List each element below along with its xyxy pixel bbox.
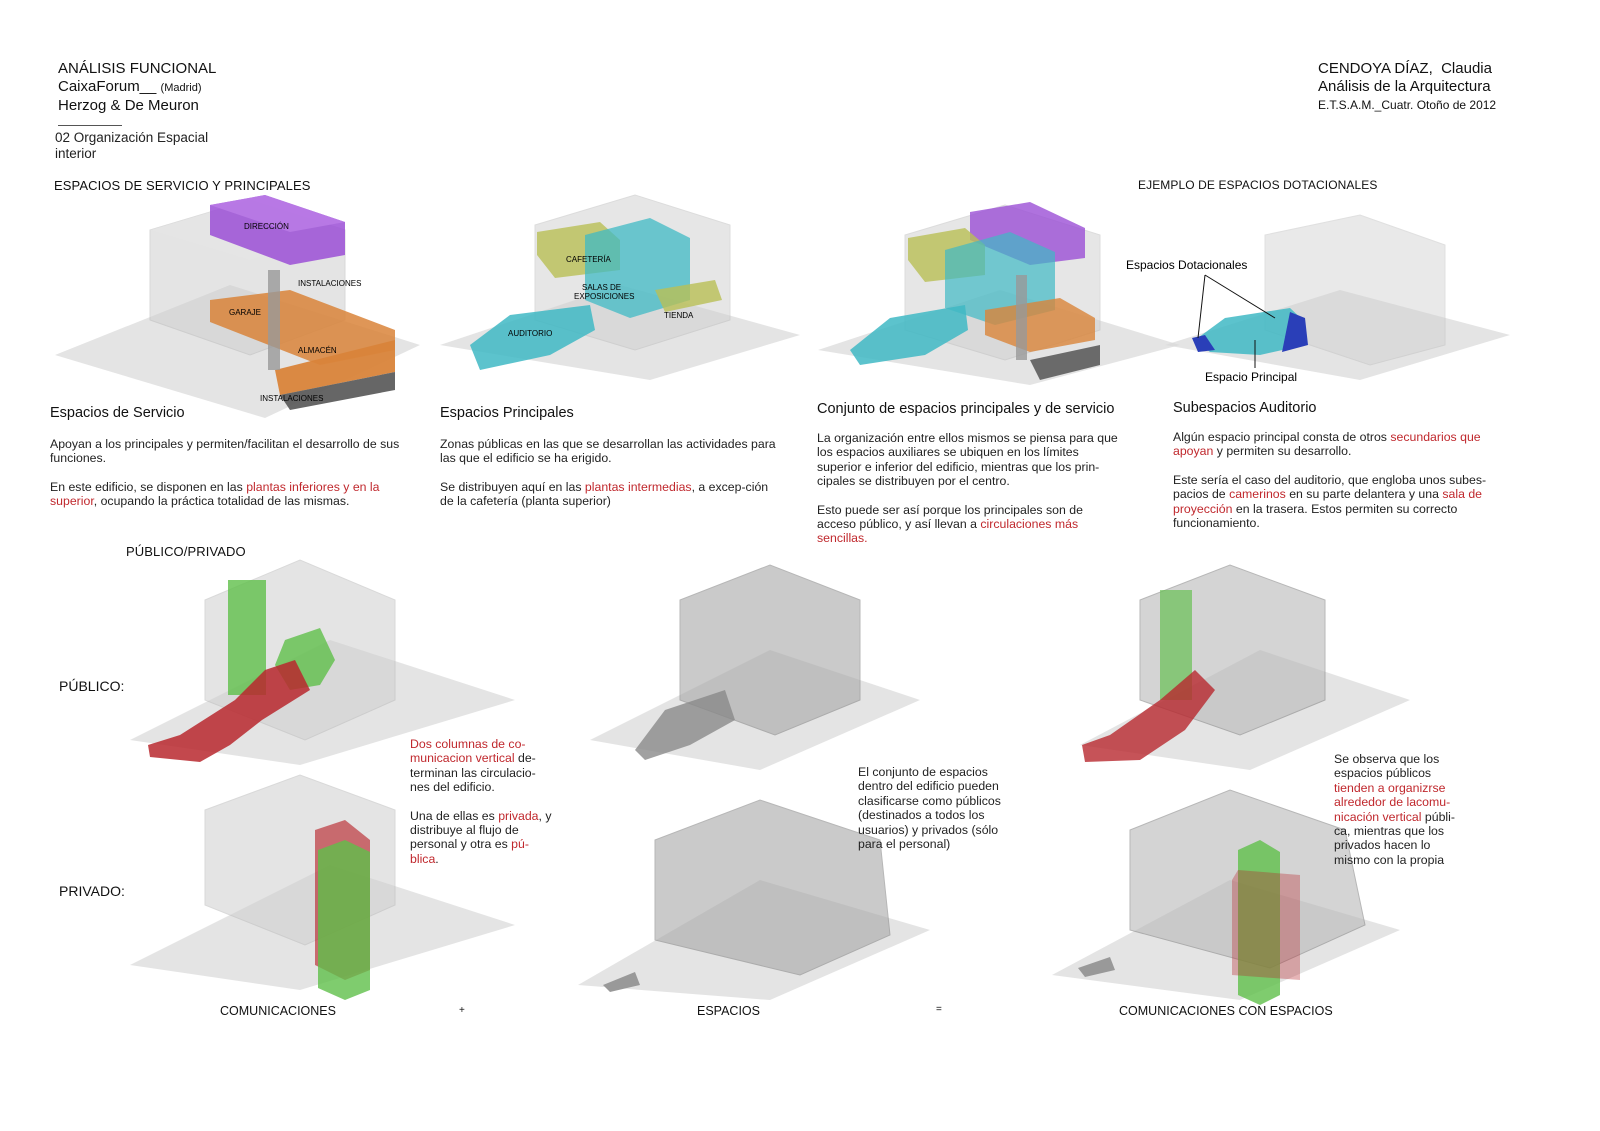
public-ramp [1082, 670, 1215, 762]
label-dotacionales: Espacios Dotacionales [1126, 258, 1247, 272]
salas-volume [945, 232, 1055, 325]
paragraph: Algún espacio principal consta de otros … [1173, 430, 1481, 459]
caption-equals: = [936, 1004, 942, 1015]
diagram-privado-combined [1052, 789, 1400, 1005]
project-subtitle: CaixaForum__ (Madrid) [58, 78, 202, 95]
column-title: Subespacios Auditorio [1173, 400, 1317, 416]
label-direccion: DIRECCIÓN [244, 222, 289, 231]
paragraph: Apoyan a los principales y permiten/faci… [50, 437, 400, 466]
caption-combined: COMUNICACIONES CON ESPACIOS [1119, 1004, 1333, 1018]
paragraph: En este edificio, se disponen en las pla… [50, 479, 380, 509]
header-left: ANÁLISIS FUNCIONAL CaixaForum__ (Madrid)… [58, 60, 216, 115]
instalaciones-shaft [1016, 275, 1027, 360]
auditorio-volume [635, 690, 735, 760]
private-core [318, 840, 370, 1000]
diagram-publico-combined [1080, 564, 1410, 770]
project-title: ANÁLISIS FUNCIONAL [58, 60, 217, 77]
column-principales: Espacios Principales Zonas públicas en l… [440, 405, 780, 523]
diagram-publico-comunicaciones [130, 559, 515, 765]
column-title: Espacios Principales [440, 405, 574, 421]
architects: Herzog & De Meuron [58, 97, 199, 114]
diagram-privado-comunicaciones [130, 774, 515, 1000]
diagram-servicio: DIRECCIÓN INSTALACIONES GARAJE ALMACÉN I… [55, 195, 420, 418]
label-garaje: GARAJE [229, 308, 261, 317]
header-right: CENDOYA DÍAZ, Claudia Análisis de la Arq… [1318, 60, 1496, 114]
note-columnas: Dos columnas de co-municacion vertical d… [410, 737, 552, 866]
private-core [1238, 840, 1280, 1005]
label-cafeteria: CAFETERÍA [566, 255, 612, 264]
label-salas-2: EXPOSICIONES [574, 292, 634, 301]
label-salas-1: SALAS DE [582, 283, 621, 292]
garaje-volume [210, 290, 395, 365]
auditorio-volume [1195, 308, 1305, 355]
garaje-volume [985, 298, 1095, 352]
header-rule [58, 125, 122, 126]
paragraph: Esto puede ser así porque los principale… [817, 502, 1083, 546]
paragraph: Zonas públicas en las que se desarrollan… [440, 437, 776, 466]
paragraph: Se distribuyen aquí en las plantas inter… [440, 479, 769, 509]
caption-plus: + [459, 1005, 465, 1016]
building-block [654, 799, 891, 976]
note-conjunto: El conjunto de espacios dentro del edifi… [858, 765, 1001, 852]
caption-comunicaciones: COMUNICACIONES [220, 1004, 336, 1018]
heading-service-principal: ESPACIOS DE SERVICIO Y PRINCIPALES [54, 178, 311, 193]
column-conjunto: Conjunto de espacios principales y de se… [817, 401, 1122, 560]
column-title: Conjunto de espacios principales y de se… [817, 401, 1115, 417]
heading-publico-privado: PÚBLICO/PRIVADO [126, 544, 246, 559]
auditorio-volume [470, 305, 595, 370]
author-name: CENDOYA DÍAZ, Claudia [1318, 60, 1492, 77]
public-ramp [148, 660, 310, 762]
diagram-auditorio: Espacios Dotacionales Espacio Principal [1126, 214, 1510, 384]
instalaciones-shaft [268, 270, 280, 370]
pointer-line [1204, 274, 1276, 319]
label-espacio-principal: Espacio Principal [1205, 370, 1297, 384]
almacen-volume [275, 340, 395, 395]
diagram-conjunto [818, 202, 1180, 385]
auditorio-volume [850, 305, 968, 365]
column-servicio: Espacios de Servicio Apoyan a los princi… [50, 405, 410, 523]
column-auditorio: Subespacios Auditorio Algún espacio prin… [1173, 400, 1518, 544]
label-auditorio: AUDITORIO [508, 329, 552, 338]
section-title: 02 Organización Espacial interior [55, 130, 209, 161]
diagram-privado-espacios [578, 799, 930, 1000]
column-title: Espacios de Servicio [50, 405, 185, 421]
label-instalaciones: INSTALACIONES [298, 279, 361, 288]
private-circulation [1232, 870, 1300, 980]
note-observa: Se observa que los espacios públicos tie… [1334, 752, 1455, 867]
label-instalaciones-2: INSTALACIONES [260, 394, 323, 403]
heading-dotacionales: EJEMPLO DE ESPACIOS DOTACIONALES [1138, 178, 1378, 192]
paragraph: La organización entre ellos mismos se pi… [817, 431, 1118, 489]
row-label-publico: PÚBLICO: [59, 678, 125, 694]
tienda-volume [655, 280, 722, 312]
course-name: Análisis de la Arquitectura [1318, 78, 1491, 95]
camerinos-volume [1192, 335, 1215, 352]
school-term: E.T.S.A.M._Cuatr. Otoño de 2012 [1318, 98, 1497, 112]
paragraph: Este sería el caso del auditorio, que en… [1173, 472, 1487, 531]
caption-espacios: ESPACIOS [697, 1004, 760, 1018]
row-label-privado: PRIVADO: [59, 883, 125, 899]
shadow-plane [1165, 290, 1510, 380]
diagram-publico-espacios [590, 564, 920, 770]
label-almacen: ALMACÉN [298, 346, 337, 355]
diagram-principales: CAFETERÍA SALAS DE EXPOSICIONES TIENDA A… [440, 194, 800, 380]
proyeccion-volume [1282, 312, 1308, 352]
label-tienda: TIENDA [664, 311, 694, 320]
pointer-line [1197, 274, 1206, 339]
